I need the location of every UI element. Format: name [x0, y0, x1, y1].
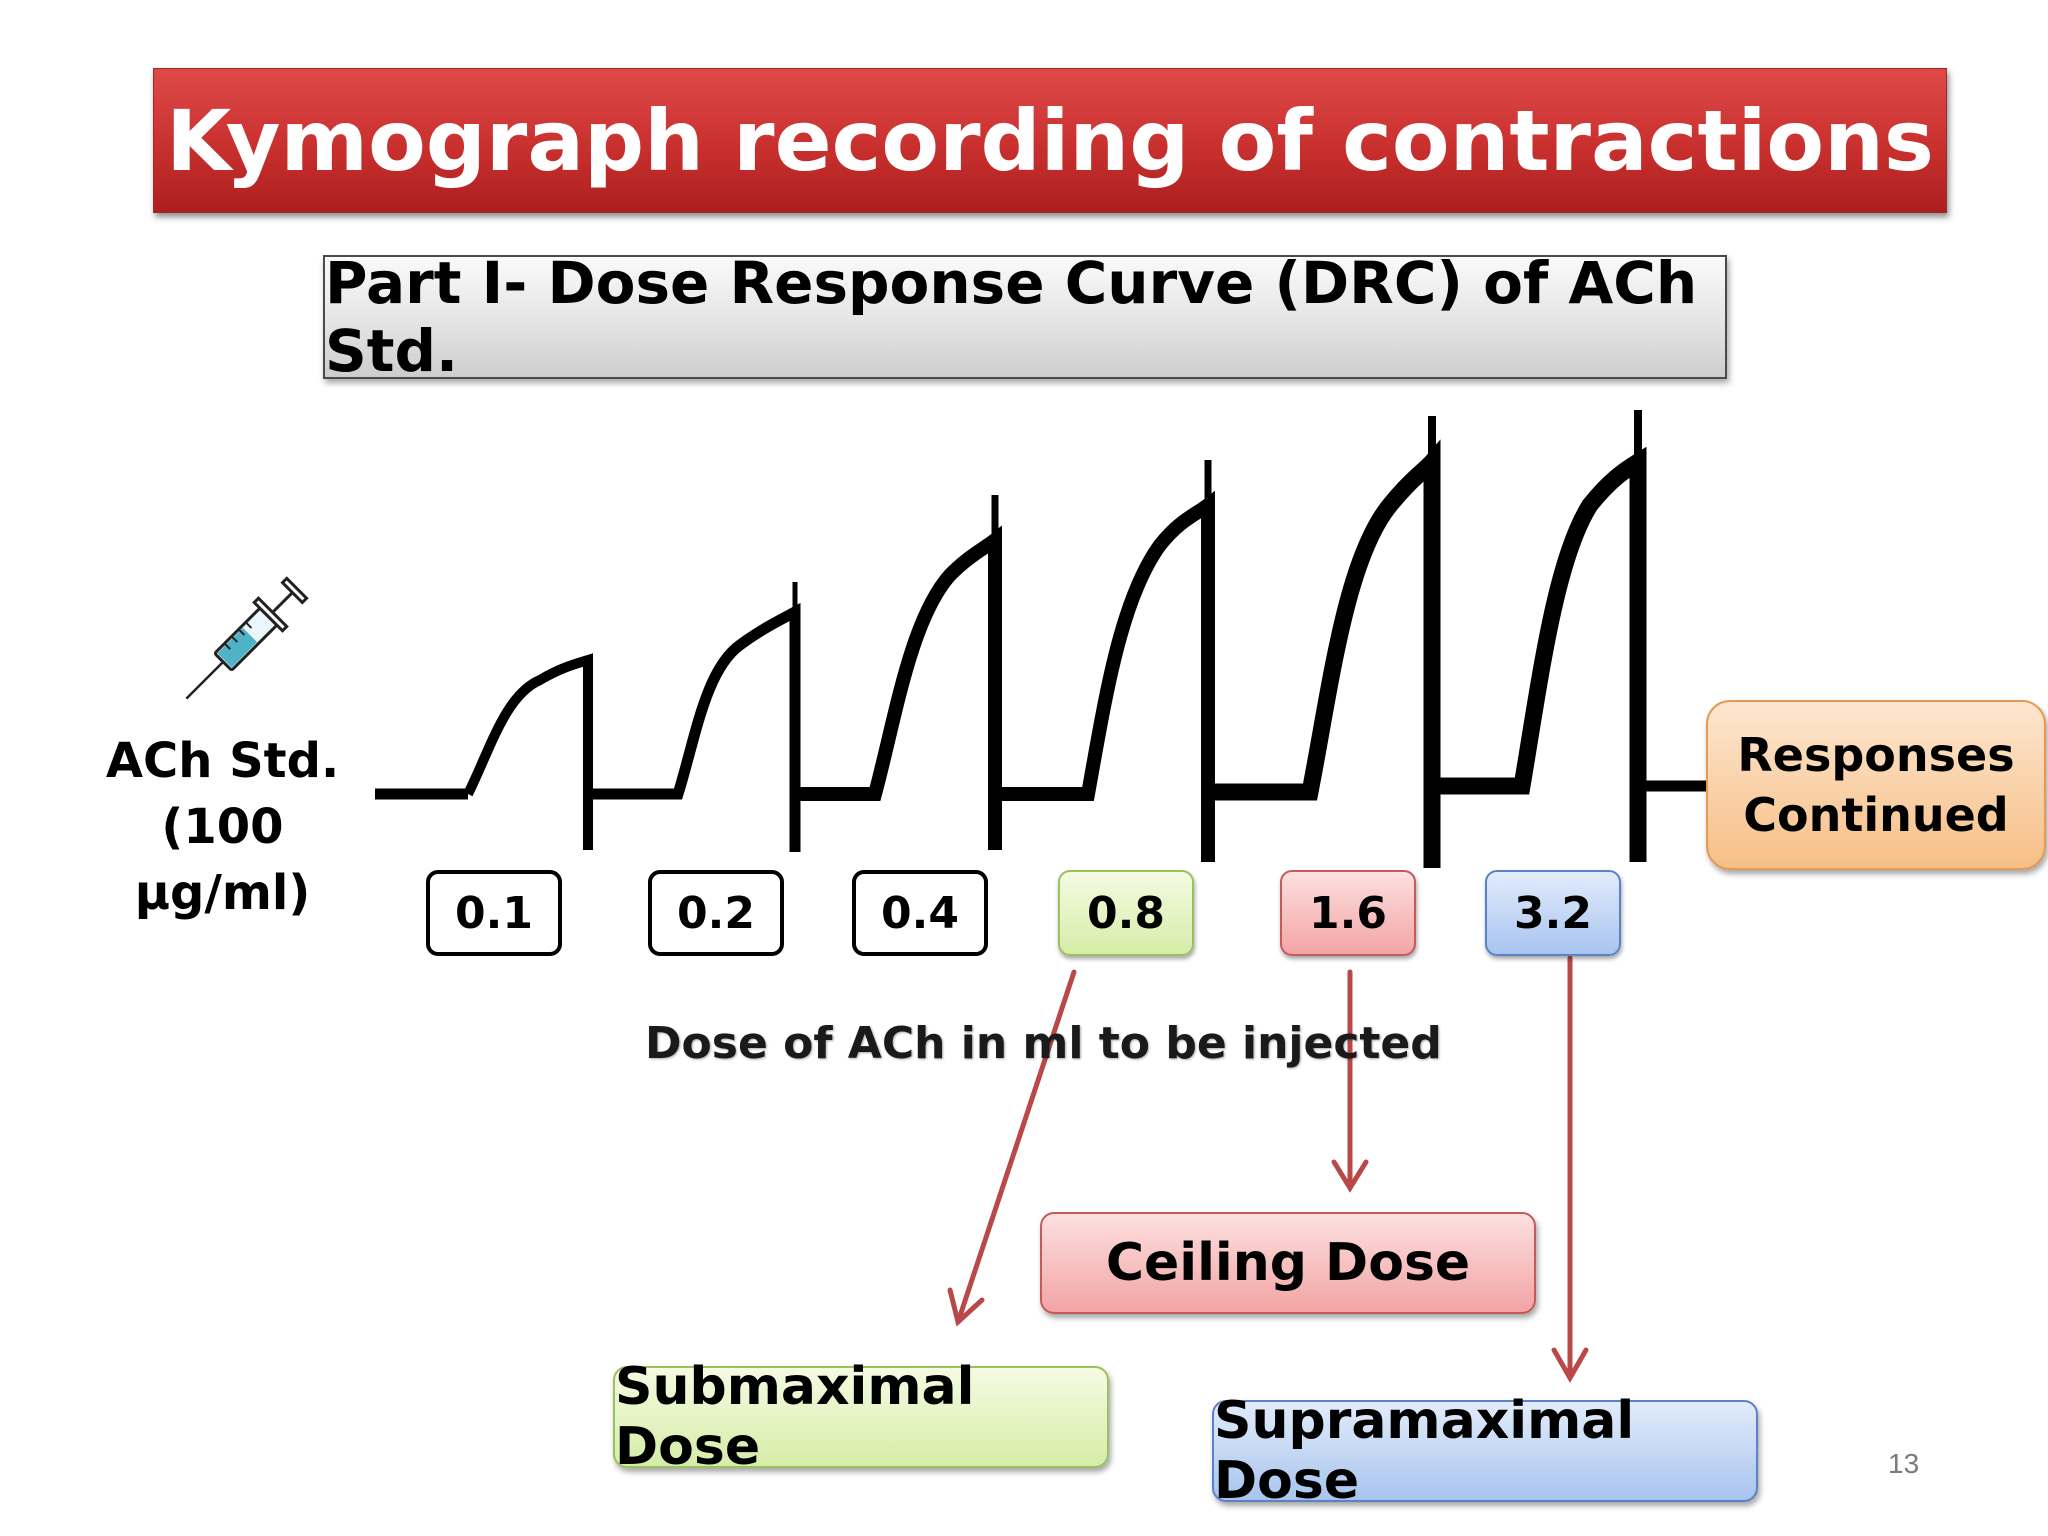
arrow-supramaximal: [1551, 955, 1589, 1384]
slide-title: Kymograph recording of contractions: [153, 68, 1947, 213]
dose-box-0-8: 0.8: [1058, 870, 1194, 956]
syringe-icon: [185, 576, 309, 700]
responses-continued-note: Responses Continued: [1706, 700, 2046, 870]
contraction-5: [1210, 439, 1441, 868]
callout-ceiling-dose: Ceiling Dose: [1040, 1212, 1536, 1314]
dose-box-0-2: 0.2: [648, 870, 784, 956]
dose-box-0-1: 0.1: [426, 870, 562, 956]
drug-concentration: (100 µg/ml): [134, 799, 311, 921]
axis-caption: Dose of ACh in ml to be injected: [645, 1018, 1442, 1069]
responses-line-1: Responses: [1737, 728, 2015, 782]
contraction-6: [1434, 446, 1647, 862]
contraction-4: [997, 490, 1215, 862]
arrow-ceiling: [1331, 969, 1369, 1193]
slide-subtitle: Part I- Dose Response Curve (DRC) of ACh…: [323, 249, 1727, 385]
callout-supramaximal-dose: Supramaximal Dose: [1212, 1391, 1758, 1511]
callout-submaximal-dose: Submaximal Dose: [613, 1357, 1109, 1477]
contraction-3: [797, 525, 1002, 850]
responses-line-2: Continued: [1743, 788, 2009, 842]
drug-name: ACh Std.: [105, 733, 340, 789]
contraction-2: [588, 602, 801, 852]
arrow-submaximal: [947, 969, 1077, 1327]
drug-label: ACh Std. (100 µg/ml): [75, 728, 370, 926]
contraction-1: [463, 653, 593, 850]
dose-box-0-4: 0.4: [852, 870, 988, 956]
dose-box-1-6: 1.6: [1280, 870, 1416, 956]
dose-box-3-2: 3.2: [1485, 870, 1621, 956]
page-number: 13: [1888, 1448, 1920, 1479]
